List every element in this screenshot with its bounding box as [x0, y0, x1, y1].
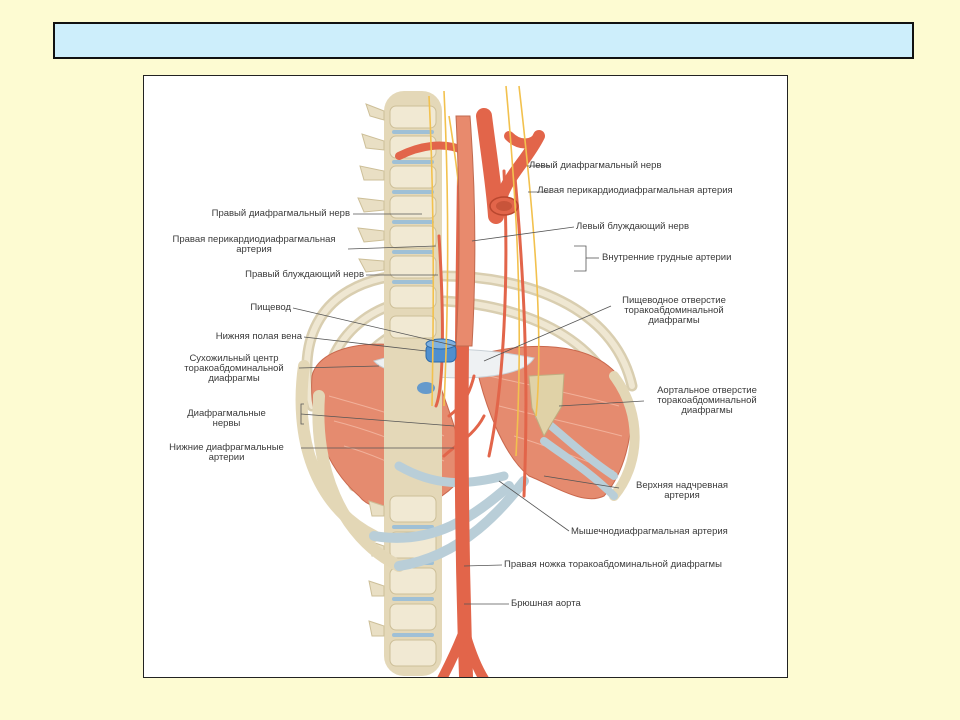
- label-central-tendon: Сухожильный центр торакоабдоминальной ди…: [184, 353, 284, 384]
- label-inferior-phrenic-arteries: Нижние диафрагмальные артерии: [169, 442, 284, 463]
- aorta-opening-inner: [496, 201, 512, 211]
- label-right-vagus-nerve: Правый блуждающий нерв: [245, 269, 364, 280]
- esophagus-tube: [455, 115, 476, 347]
- anatomy-figure: Левый диафрагмальный нерв Левая перикард…: [143, 75, 788, 678]
- label-abdominal-aorta: Брюшная аорта: [511, 598, 581, 609]
- label-left-pericardiophrenic-artery: Левая перикардиодиафрагмальная артерия: [537, 185, 733, 196]
- label-superior-epigastric-artery: Верхняя надчревная артерия: [635, 480, 729, 501]
- slide-title-bar: [53, 22, 914, 59]
- label-internal-thoracic-arteries: Внутренние грудные артерии: [602, 252, 732, 263]
- label-left-vagus-nerve: Левый блуждающий нерв: [576, 221, 689, 232]
- label-phrenic-nerves: Диафрагмальные нервы: [187, 408, 266, 429]
- label-esophagus: Пищевод: [250, 302, 291, 313]
- label-right-phrenic-nerve: Правый диафрагмальный нерв: [211, 208, 350, 219]
- label-right-crus: Правая ножка торакоабдоминальной диафраг…: [504, 559, 722, 570]
- label-aortic-hiatus: Аортальное отверстие торакоабдоминальной…: [657, 385, 757, 416]
- label-esophageal-hiatus: Пищеводное отверстие торакоабдоминальной…: [622, 295, 726, 326]
- diaphragm-illustration: [292, 85, 645, 677]
- label-musculophrenic-artery: Мышечнодиафрагмальная артерия: [571, 526, 728, 537]
- label-left-phrenic-nerve: Левый диафрагмальный нерв: [529, 160, 662, 171]
- label-inferior-vena-cava: Нижняя полая вена: [215, 331, 302, 342]
- leader-lines: [292, 165, 645, 605]
- label-right-pericardiophrenic-artery: Правая перикардиодиафрагмальная артерия: [172, 234, 336, 255]
- front-ribs: [295, 360, 640, 572]
